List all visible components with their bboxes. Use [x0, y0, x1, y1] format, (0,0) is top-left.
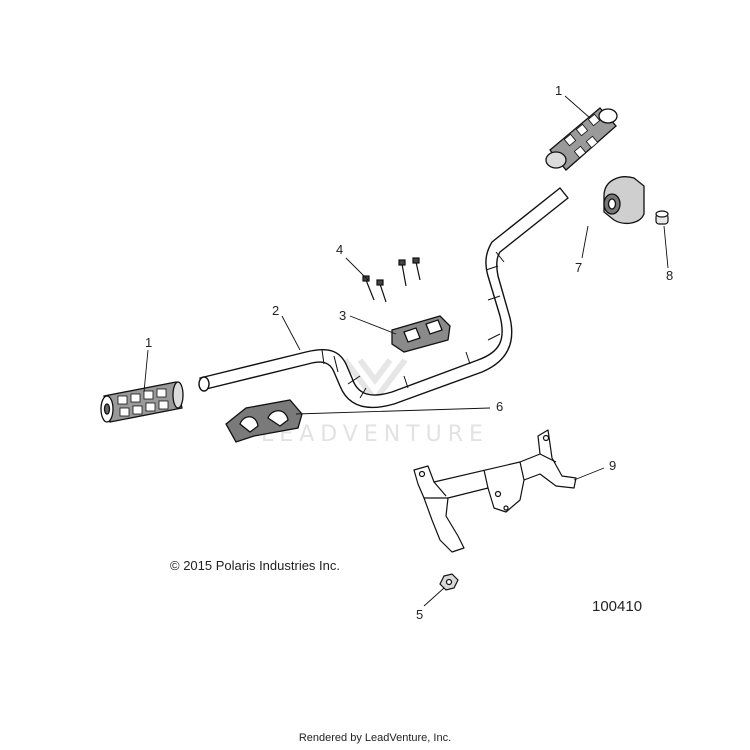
handlebar-pad	[603, 176, 645, 225]
callout-7: 7	[575, 260, 582, 275]
callout-1-left: 1	[145, 335, 152, 350]
callout-4: 4	[336, 242, 343, 257]
handlebar	[198, 187, 569, 409]
callout-1-right: 1	[555, 83, 562, 98]
figure-number: 100410	[592, 598, 643, 615]
grip-right	[545, 107, 618, 171]
copyright-text: © 2015 Polaris Industries Inc.	[170, 558, 340, 573]
callout-9: 9	[609, 458, 616, 473]
grip-left	[100, 381, 184, 423]
mounting-bracket	[413, 429, 577, 553]
bolts	[362, 257, 421, 303]
callout-3: 3	[339, 308, 346, 323]
leader-lines	[143, 95, 669, 607]
callout-6: 6	[496, 399, 503, 414]
callout-2: 2	[272, 303, 279, 318]
lower-clamp	[225, 399, 303, 443]
callout-8: 8	[666, 268, 673, 283]
nut	[439, 573, 459, 591]
rendered-by-footer: Rendered by LeadVenture, Inc.	[298, 732, 452, 744]
callout-5: 5	[416, 607, 423, 622]
plug	[655, 210, 669, 225]
upper-clamp	[391, 315, 451, 353]
